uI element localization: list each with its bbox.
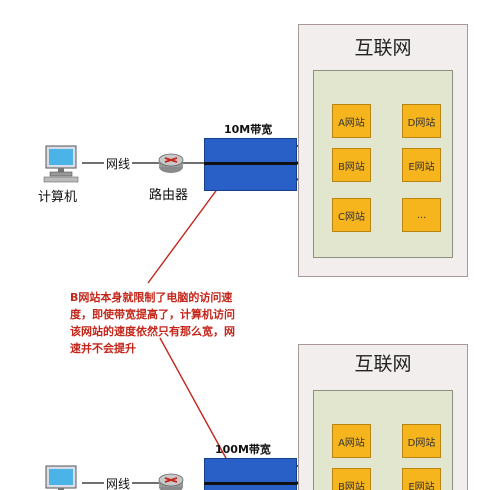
top-bandwidth-line	[204, 162, 297, 165]
top-site-d: D网站	[402, 104, 441, 138]
top-router-icon	[157, 150, 185, 176]
bottom-network-label: 网线	[104, 475, 133, 490]
top-internet-title: 互联网	[354, 37, 412, 59]
note-line-1: B网站本身就限制了电脑的访问速	[70, 291, 233, 304]
bottom-bandwidth-label: 100M带宽	[215, 443, 271, 456]
bottom-bandwidth-line	[204, 482, 297, 485]
top-router-label: 路由器	[149, 188, 189, 203]
top-computer-label: 计算机	[38, 190, 78, 205]
bottom-site-d: D网站	[402, 424, 441, 458]
bottom-site-e: E网站	[402, 468, 441, 490]
explanation-note: B网站本身就限制了电脑的访问速 度，即使带宽提高了，计算机访问 该网站的速度依然…	[70, 289, 290, 357]
bottom-site-a: A网站	[332, 424, 371, 458]
top-site-more: ...	[402, 198, 441, 232]
note-line-3: 该网站的速度依然只有那么宽，网	[70, 325, 235, 338]
top-network-label: 网线	[104, 155, 133, 172]
top-bandwidth-label: 10M带宽	[224, 123, 273, 136]
red-arrow-bottom	[159, 337, 239, 481]
top-computer-icon	[42, 144, 82, 184]
bottom-site-b: B网站	[332, 468, 371, 490]
note-line-2: 度，即使带宽提高了，计算机访问	[70, 308, 235, 321]
top-site-c: C网站	[332, 198, 371, 232]
top-site-b: B网站	[332, 148, 371, 182]
bottom-bandwidth-box	[204, 458, 297, 490]
bottom-internet-title: 互联网	[354, 353, 412, 375]
bottom-computer-icon	[42, 464, 82, 490]
bottom-router-icon	[157, 470, 185, 490]
top-site-a: A网站	[332, 104, 371, 138]
top-site-e: E网站	[402, 148, 441, 182]
note-line-4: 速并不会提升	[70, 342, 136, 355]
